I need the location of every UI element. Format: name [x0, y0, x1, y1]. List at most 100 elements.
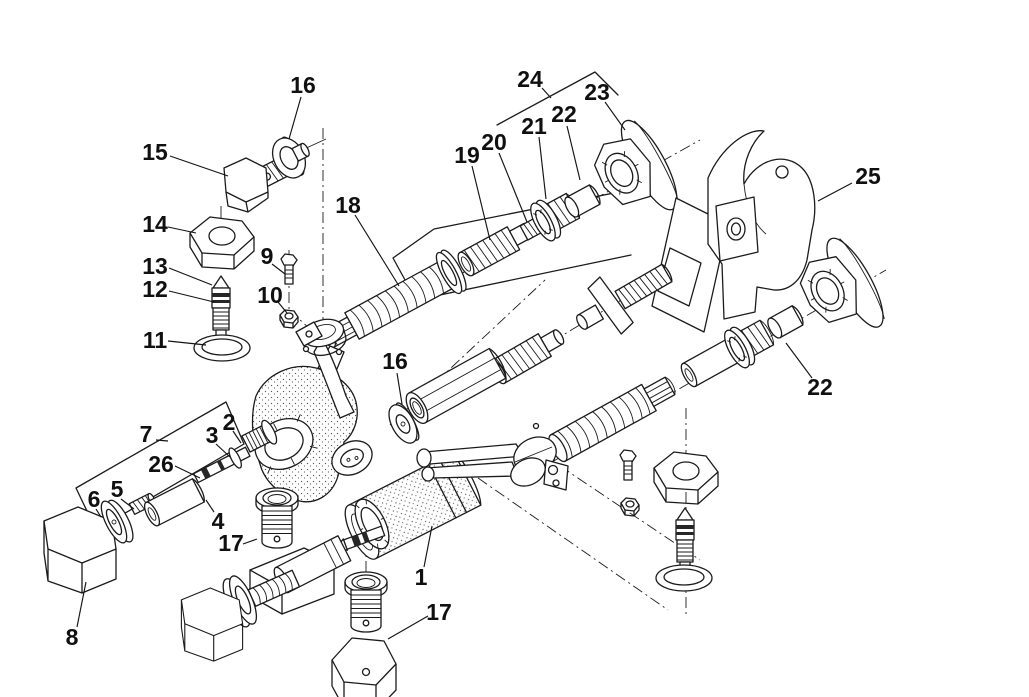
callout-6: 6	[88, 486, 102, 518]
callout-leader	[288, 96, 302, 140]
callout-leader	[95, 508, 102, 518]
callout-label: 23	[584, 79, 610, 105]
flange-washer-6	[100, 499, 134, 544]
bracket-24-outline	[392, 71, 650, 301]
coarse-shank	[247, 569, 301, 607]
callout-leader	[168, 290, 215, 303]
nut-10	[279, 309, 299, 329]
stud-square-flange	[576, 263, 673, 335]
callout-9: 9	[261, 243, 286, 275]
callout-16: 16	[382, 348, 408, 405]
callout-leader	[120, 498, 135, 510]
callout-leader	[566, 125, 581, 181]
needle-3	[193, 446, 251, 484]
callout-label: 15	[142, 139, 168, 165]
callout-leader	[277, 301, 288, 314]
callout-12: 12	[142, 276, 215, 303]
callout-4: 4	[205, 499, 225, 534]
bell-crank-lever	[416, 422, 569, 491]
callout-leader	[538, 136, 547, 200]
callout-label: 4	[212, 508, 225, 534]
callout-leader	[169, 155, 229, 177]
callout-leader	[205, 499, 215, 513]
bracket-25	[707, 130, 816, 320]
callout-leader	[271, 263, 286, 275]
hex-standoff	[405, 347, 507, 425]
callout-leader	[174, 465, 201, 479]
bolt-9	[280, 253, 298, 285]
pipe-clamp-arm	[295, 318, 355, 419]
callout-leader	[423, 525, 433, 568]
callout-2: 2	[223, 409, 242, 444]
cup-17-mid	[255, 487, 299, 549]
callout-leader	[167, 340, 207, 346]
callout-label: 6	[88, 486, 101, 512]
bolt-lower	[619, 449, 637, 481]
callout-label: 16	[290, 72, 316, 98]
cup-17-bottom	[344, 571, 388, 633]
callout-16: 16	[288, 72, 316, 140]
callout-20: 20	[481, 129, 528, 223]
valve-disc-lower	[655, 564, 713, 592]
callout-13: 13	[142, 253, 213, 286]
callout-11: 11	[143, 327, 207, 353]
callout-leader	[168, 267, 213, 286]
callout-label: 8	[66, 624, 79, 650]
callout-leader	[155, 439, 169, 442]
splined-bush-2	[241, 419, 278, 453]
callout-26: 26	[148, 451, 201, 479]
callout-leader	[471, 165, 491, 241]
callout-label: 11	[143, 327, 168, 353]
valve-stem-lower	[675, 507, 695, 570]
callout-leader	[232, 430, 242, 444]
callout-label: 17	[426, 599, 452, 625]
callout-label: 18	[335, 192, 361, 218]
callout-8: 8	[66, 581, 87, 650]
callout-23: 23	[584, 79, 626, 131]
callout-label: 17	[218, 530, 244, 556]
hex-nut-14	[189, 216, 255, 270]
callout-22: 22	[551, 101, 581, 181]
callout-leader	[785, 342, 813, 379]
callout-17: 17	[387, 599, 452, 640]
callout-leader	[541, 87, 552, 99]
callout-leader	[167, 226, 197, 234]
callout-19: 19	[454, 142, 491, 241]
callout-18: 18	[335, 192, 400, 287]
callout-17: 17	[218, 530, 258, 556]
hex-bolt-bottom-left	[180, 587, 244, 662]
callout-24: 24	[517, 66, 552, 99]
callout-leader	[76, 581, 87, 628]
valve-disc-11	[193, 334, 251, 362]
callout-label: 12	[142, 276, 168, 302]
washer-16-mid	[388, 402, 420, 444]
callout-label: 24	[517, 66, 543, 92]
callout-21: 21	[521, 113, 547, 200]
callout-label: 7	[140, 421, 153, 447]
callout-label: 25	[855, 163, 881, 189]
callout-3: 3	[206, 422, 231, 458]
callout-25: 25	[817, 163, 881, 202]
callout-leader	[817, 182, 853, 202]
callout-label: 1	[415, 564, 428, 590]
callout-label: 19	[454, 142, 480, 168]
callout-leader	[387, 615, 429, 640]
callout-leader	[604, 101, 626, 131]
callout-label: 16	[382, 348, 408, 374]
callout-leader	[498, 152, 528, 223]
callout-label: 14	[142, 211, 168, 237]
callout-10: 10	[257, 282, 288, 314]
callout-leader	[354, 214, 400, 287]
callout-label: 20	[481, 129, 507, 155]
callout-label: 10	[257, 282, 283, 308]
threaded-rod-lower	[544, 370, 681, 465]
callout-label: 2	[223, 409, 236, 435]
callout-7: 7	[140, 421, 169, 447]
callout-leader	[215, 443, 231, 458]
callout-15: 15	[142, 139, 229, 177]
callout-label: 13	[142, 253, 168, 279]
washer-16-top	[271, 136, 310, 179]
flange-nut-23	[580, 112, 688, 234]
callout-14: 14	[142, 211, 197, 237]
